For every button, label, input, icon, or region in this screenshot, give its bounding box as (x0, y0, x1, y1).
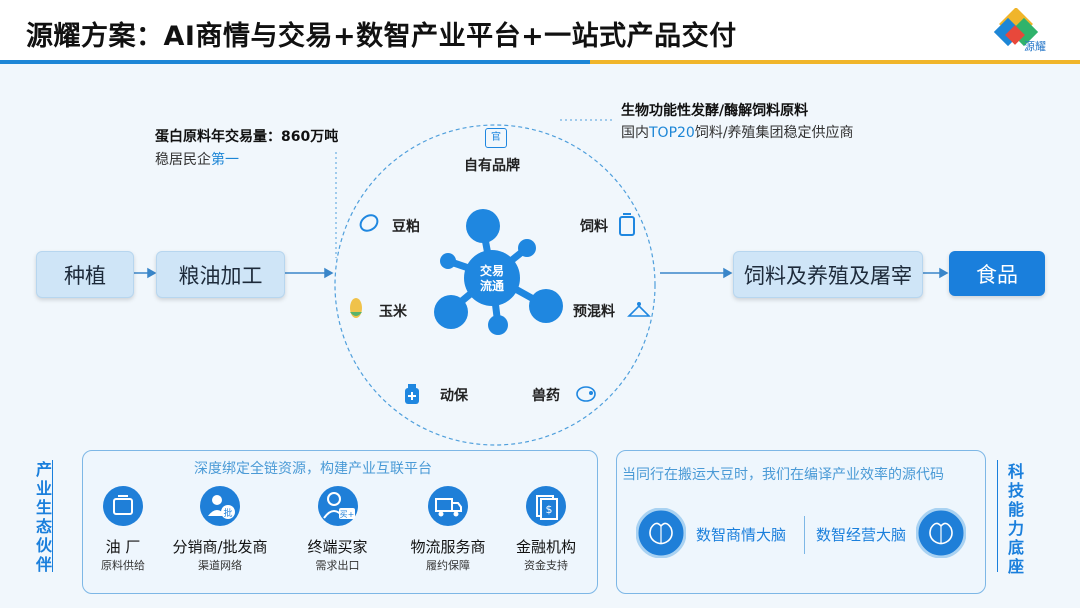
tech-side-label: 科技能力底座 (1007, 462, 1024, 576)
animal-health-label: 动保 (440, 388, 468, 404)
soy-meal-label: 豆粕 (392, 219, 420, 235)
eco-item-oil-mill: 油 厂 原料供给 (88, 486, 158, 573)
eco-item-sub: 渠道网络 (198, 559, 242, 572)
hub-node-bottom-left (434, 295, 468, 329)
market-brain-label: 数智商情大脑 (696, 526, 787, 544)
hub-center-node (464, 250, 520, 306)
food-box: 食品 (949, 251, 1045, 296)
wholesale-icon: 批 (200, 486, 240, 526)
eco-item-name: 物流服务商 (410, 538, 486, 556)
corn-label: 玉米 (379, 304, 407, 320)
buyer-badge: 买+ (339, 510, 354, 519)
eco-item-name: 终端买家 (307, 538, 368, 556)
hub-center-line2: 流通 (479, 279, 504, 293)
hub-node-left-small (440, 253, 456, 269)
planting-box: 种植 (36, 251, 134, 298)
pig-icon (576, 386, 596, 402)
buyer-icon: 买+ (317, 486, 358, 526)
operations-brain-label: 数智经营大脑 (816, 526, 907, 544)
eco-item-finance: $ 金融机构 资金支持 (506, 486, 586, 573)
finance-icon: $ (526, 486, 566, 526)
logo-icon (993, 8, 1039, 47)
feed-label: 饲料 (580, 219, 608, 235)
hub-node-bottom (488, 315, 508, 335)
bio-feed-note: 生物功能性发酵/酶解饲料原料 (621, 103, 809, 119)
page-title: 源耀方案：AI商情与交易+数智产业平台+一站式产品交付 (26, 21, 737, 52)
rank-note-prefix: 稳居民企 (155, 152, 211, 168)
brain-icon (636, 508, 686, 558)
eco-item-logistics: 物流服务商 履约保障 (398, 486, 498, 573)
header-rule-blue (0, 60, 1080, 64)
hub-center-label: 交易 流通 (464, 264, 520, 294)
rank-note-highlight: 第一 (211, 152, 239, 168)
feed-bag-icon (619, 213, 635, 236)
eco-item-sub: 资金支持 (524, 559, 568, 572)
grain-oil-box: 粮油加工 (156, 251, 285, 298)
rank-note: 稳居民企第一 (155, 149, 239, 169)
tech-side-rule (997, 460, 998, 572)
eco-item-sub: 原料供给 (101, 559, 145, 572)
tech-title: 当同行在搬运大豆时，我们在编译产业效率的源代码 (622, 467, 944, 483)
hub-dashed-circle (334, 124, 656, 446)
truck-icon (428, 486, 468, 526)
feed-breeding-box: 饲料及养殖及屠宰 (733, 251, 923, 298)
soybean-icon (359, 214, 379, 232)
own-brand-label: 自有品牌 (464, 158, 520, 174)
ecosystem-side-label: 产业生态伙伴 (35, 460, 52, 574)
hub-node-right-small (518, 239, 536, 257)
eco-item-sub: 需求出口 (315, 559, 360, 572)
wholesale-badge: 批 (223, 507, 232, 519)
own-brand-icon: 官 (485, 128, 507, 148)
hub-node-right (529, 289, 563, 323)
premix-icon (627, 302, 651, 317)
premix-label: 预混料 (573, 304, 615, 320)
finance-badge: $ (546, 503, 553, 516)
tech-divider (804, 516, 805, 554)
eco-side-rule (52, 460, 53, 572)
hub-center-line1: 交易 (479, 264, 504, 278)
protein-volume-note: 蛋白原料年交易量：860万吨 (155, 129, 339, 145)
eco-item-sub: 履约保障 (426, 559, 470, 572)
supplier-note: 国内TOP20饲料/养殖集团稳定供应商 (621, 122, 854, 142)
brain-icon (916, 508, 966, 558)
eco-item-buyer: 买+ 终端买家 需求出口 (290, 486, 385, 573)
factory-icon (103, 486, 143, 526)
eco-item-distributor: 批 分销商/批发商 渠道网络 (160, 486, 280, 573)
header-bar (0, 0, 1080, 62)
eco-item-name: 分销商/批发商 (172, 538, 268, 556)
eco-item-name: 金融机构 (515, 538, 576, 556)
logo-text: 源耀 (1024, 40, 1046, 53)
supplier-note-suffix: 饲料/养殖集团稳定供应商 (694, 125, 854, 141)
header-rule-gold (590, 60, 1080, 64)
supplier-note-highlight: TOP20 (649, 125, 695, 141)
ecosystem-title: 深度绑定全链资源，构建产业互联平台 (194, 461, 432, 477)
supplier-note-prefix: 国内 (621, 125, 649, 141)
vet-drug-label: 兽药 (532, 388, 560, 404)
corn-icon (350, 298, 362, 318)
hub-node-top (466, 209, 500, 243)
eco-item-name: 油 厂 (105, 538, 141, 556)
animal-health-icon (405, 384, 419, 404)
